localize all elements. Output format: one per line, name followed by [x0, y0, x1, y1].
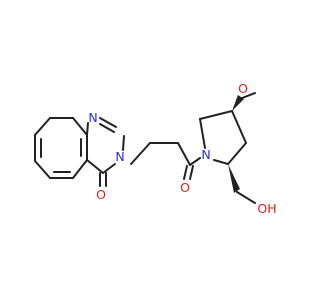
bond: [227, 142, 247, 165]
bond: [34, 160, 51, 179]
bond: [199, 110, 233, 120]
molecule-structure: N N O O N O OH: [34, 81, 277, 216]
bonds: [34, 92, 256, 204]
atom-label-n-ring-amide: N: [115, 149, 124, 164]
bond: [177, 142, 191, 166]
atom-label-n-pyrrolidine: N: [201, 147, 210, 162]
bond: [122, 135, 125, 151]
bond: [102, 163, 116, 174]
bond: [99, 117, 117, 128]
atom-label-n-ring-top: N: [88, 110, 97, 125]
bond: [236, 191, 256, 204]
atom-label-o-carbonyl-chain: O: [180, 180, 190, 195]
bond: [86, 159, 104, 174]
atom-label-o-carbonyl-ring: O: [96, 187, 106, 202]
wedge-bond: [232, 95, 244, 111]
bond: [189, 165, 194, 180]
structure-canvas: N N O O N O OH: [34, 81, 277, 216]
bond: [72, 117, 88, 136]
bond: [183, 165, 188, 180]
atom-labels: N N O O N O OH: [88, 81, 276, 216]
atom-label-o-methoxy: O: [238, 81, 248, 96]
wedge-bond: [228, 164, 240, 193]
bond: [213, 159, 229, 165]
bond: [34, 117, 51, 136]
bond: [72, 159, 88, 179]
bond: [231, 110, 247, 144]
bond: [130, 142, 151, 165]
bond: [189, 157, 201, 166]
atom-label-o-hydroxyl: OH: [257, 201, 276, 216]
bond: [99, 123, 115, 133]
bond: [86, 122, 89, 136]
bond: [199, 118, 206, 149]
